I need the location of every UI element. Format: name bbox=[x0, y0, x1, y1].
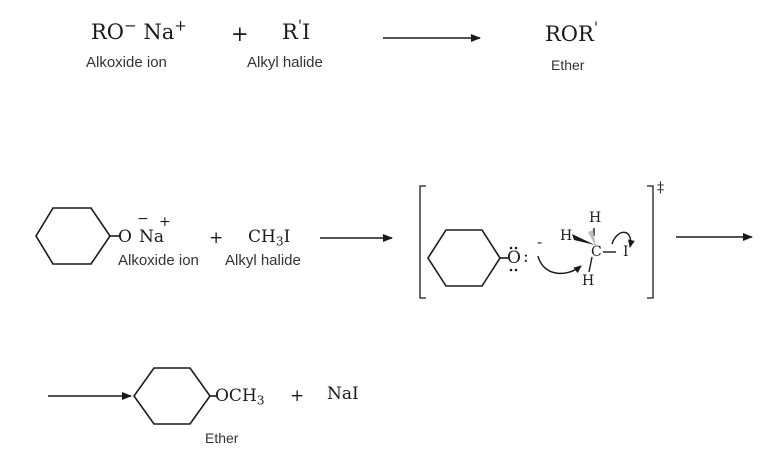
nucleophilic-attack-arrow bbox=[537, 255, 582, 275]
alkoxide-na: Na bbox=[143, 20, 175, 44]
methyl-sub-3: 3 bbox=[275, 234, 284, 249]
label-ether-2: Ether bbox=[205, 430, 239, 446]
lone-pair-dot bbox=[514, 246, 518, 250]
label-alkoxide-ion-2: Alkoxide ion bbox=[118, 252, 199, 269]
alkyl-r: R bbox=[282, 20, 298, 44]
wedge-bond bbox=[572, 234, 595, 245]
ts-bracket-left bbox=[419, 185, 426, 299]
leaving-group-arrow bbox=[611, 231, 635, 248]
product-sub-3: 3 bbox=[256, 393, 265, 408]
ts-bracket-right bbox=[647, 185, 654, 299]
alkyl-prime: ' bbox=[297, 16, 302, 35]
ts-h-left: H bbox=[560, 228, 573, 244]
product-methoxy: OCH3 bbox=[215, 386, 265, 408]
methyl-i: I bbox=[283, 227, 291, 247]
alkoxide-charge-plus: + bbox=[174, 16, 187, 35]
lone-pair-dot bbox=[514, 268, 518, 272]
product-och: OCH bbox=[215, 386, 257, 406]
alkyl-i: I bbox=[301, 20, 311, 44]
c-h-bottom-bond bbox=[588, 256, 593, 273]
cyclohexane-ring-reactant bbox=[35, 207, 111, 265]
ts-oxygen-colon: : bbox=[523, 247, 529, 267]
methyl-iodide-formula: CH3I bbox=[248, 227, 291, 249]
sodium-iodide: NaI bbox=[327, 384, 359, 404]
label-alkyl-halide-2: Alkyl halide bbox=[225, 252, 301, 269]
ether-prime: ' bbox=[593, 18, 598, 37]
ts-iodine: I bbox=[623, 244, 629, 260]
ts-double-dagger: ‡ bbox=[657, 180, 664, 196]
label-ether-1: Ether bbox=[551, 57, 585, 73]
methyl-ch: CH bbox=[248, 227, 276, 247]
alkoxide-o-charge-minus: − bbox=[137, 211, 149, 227]
alkoxide-na-2: Na bbox=[139, 227, 165, 247]
ether-ror: ROR bbox=[545, 22, 594, 46]
alkoxide-formula: RO− Na+ bbox=[91, 18, 187, 44]
ether-formula: ROR' bbox=[545, 20, 598, 46]
plus-sign-2: + bbox=[209, 228, 224, 248]
ts-negative-charge: - bbox=[537, 233, 543, 251]
cyclohexane-ring-ts bbox=[427, 229, 501, 287]
alkyl-halide-formula: R'I bbox=[282, 18, 311, 44]
alkoxide-o: O bbox=[118, 227, 132, 247]
ts-carbon: C bbox=[591, 244, 602, 260]
label-alkyl-halide-1: Alkyl halide bbox=[247, 54, 323, 71]
cyclohexane-ring-product bbox=[133, 367, 211, 425]
ts-oxygen: O bbox=[507, 248, 521, 268]
lone-pair-dot bbox=[509, 246, 513, 250]
hashed-wedge-bond bbox=[588, 230, 596, 247]
ts-h-bottom: H bbox=[582, 273, 595, 289]
ts-h-top: H bbox=[589, 210, 602, 226]
plus-sign-1: + bbox=[231, 22, 249, 46]
label-alkoxide-ion-1: Alkoxide ion bbox=[86, 54, 167, 71]
alkoxide-na-charge-plus: + bbox=[159, 214, 171, 230]
plus-sign-3: + bbox=[290, 386, 305, 406]
alkoxide-ro: RO bbox=[91, 20, 125, 44]
lone-pair-dot bbox=[509, 268, 513, 272]
alkoxide-charge-minus: − bbox=[124, 16, 137, 35]
